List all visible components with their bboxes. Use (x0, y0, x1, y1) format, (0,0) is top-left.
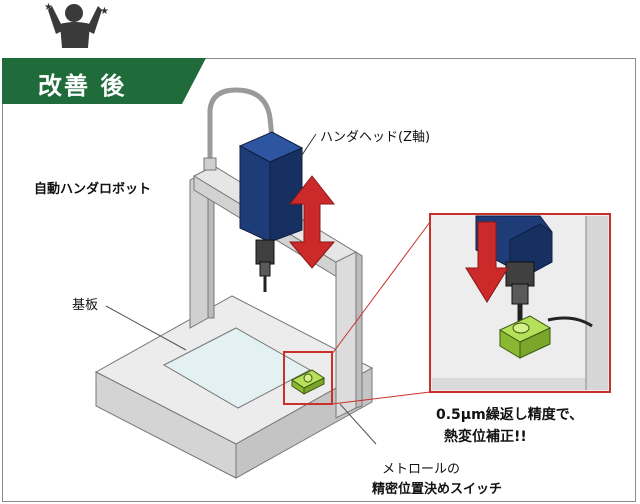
svg-text:★: ★ (100, 6, 109, 17)
down-arrow-icon (465, 221, 509, 303)
robot-label: 自動ハンダロボット (34, 182, 152, 197)
switch-small (291, 369, 325, 395)
head-label: ハンダヘッド(Z軸) (320, 130, 431, 145)
solder-head (238, 131, 304, 292)
circuit-board (162, 327, 312, 409)
switch-label-line1: メトロールの (382, 462, 461, 477)
note-line1: 0.5μm繰返し精度で、 (436, 407, 584, 423)
note-line2: 熱変位補正!! (444, 429, 527, 445)
zoom-inset (429, 213, 611, 393)
board-label: 基板 (72, 298, 99, 313)
svg-text:★: ★ (44, 2, 53, 13)
banner-title: 改善 後 (38, 72, 127, 100)
up-down-arrow-icon (288, 175, 336, 269)
header-banner: 改善 後 (2, 58, 206, 104)
cable (207, 87, 275, 162)
highlight-box (283, 351, 333, 405)
switch-label-line2: 精密位置決めスイッチ (372, 482, 503, 497)
person-cheering-icon: ★ ★ (44, 2, 109, 48)
